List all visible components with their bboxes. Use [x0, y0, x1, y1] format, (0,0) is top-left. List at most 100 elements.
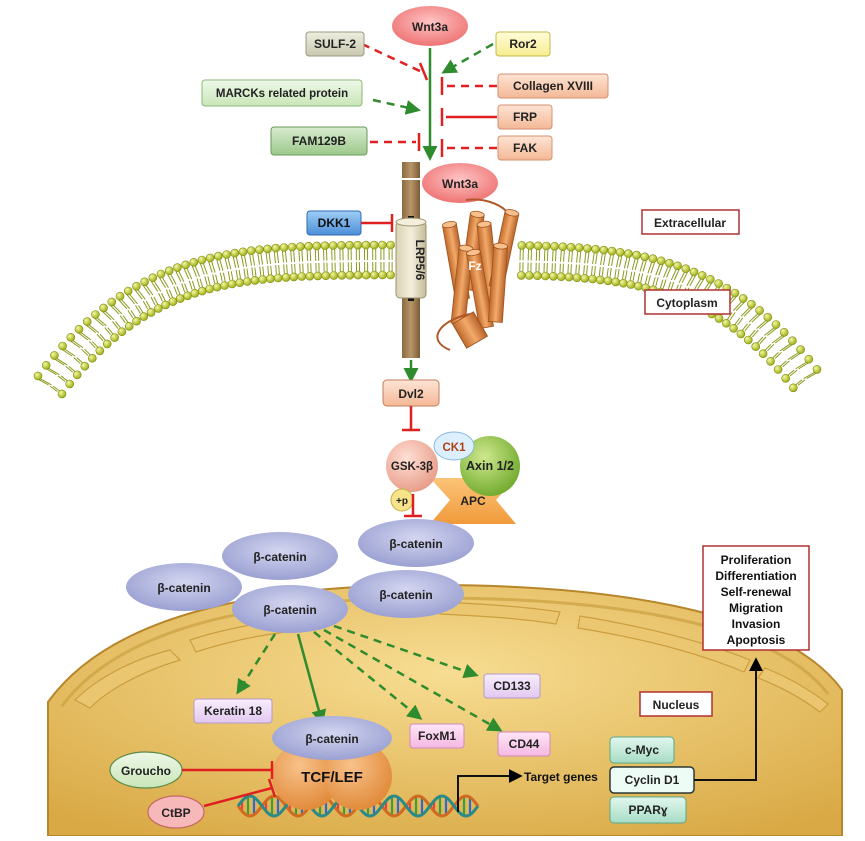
lipid-head [564, 272, 574, 282]
lipid-head [634, 281, 643, 291]
lipid-head [361, 240, 371, 250]
lipid-head [164, 266, 174, 276]
lipid-head [681, 264, 691, 274]
transcription-arrow [457, 769, 523, 812]
lipid-head [281, 273, 291, 282]
lipid-head [591, 244, 600, 254]
lipid-head [115, 291, 125, 301]
sulf2-box: SULF-2 [305, 31, 365, 57]
svg-text:CD44: CD44 [509, 737, 540, 751]
svg-text:Proliferation: Proliferation [721, 553, 792, 567]
lipid-head [197, 255, 207, 265]
svg-text:Migration: Migration [729, 601, 783, 615]
fam129b-box: FAM129B [270, 126, 368, 156]
svg-text:APC: APC [460, 494, 486, 508]
lipid-head [648, 254, 658, 264]
lipid-head [747, 299, 756, 309]
complex-inhibition-edge [404, 494, 422, 518]
lipid-head [771, 320, 781, 329]
svg-text:Collagen XVIII: Collagen XVIII [513, 79, 593, 93]
lipid-head [353, 270, 363, 280]
svg-text:DKK1: DKK1 [318, 216, 351, 230]
lipid-head [353, 240, 363, 250]
lipid-head [755, 306, 764, 315]
lipid-head [603, 276, 613, 286]
svg-text:β-catenin: β-catenin [253, 550, 306, 564]
frizzled-helix [450, 244, 474, 325]
lipid-head [139, 312, 149, 321]
lipid-head [736, 329, 746, 339]
lipid-head [41, 360, 51, 370]
lipid-head [246, 246, 256, 255]
ror2-box: Ror2 [495, 31, 551, 57]
lipid-head [788, 383, 798, 393]
lipid-head [132, 316, 141, 326]
lipid-head [588, 274, 597, 284]
lipid-head [297, 272, 307, 281]
lipid-head [796, 345, 805, 354]
lipid-head [205, 284, 214, 294]
lipid-head [80, 361, 90, 371]
repressor-inhibition-edges [182, 761, 277, 808]
lipid-head [321, 271, 331, 281]
lipid-head [197, 286, 207, 296]
lipid-head [33, 371, 43, 381]
lipid-head [146, 308, 156, 317]
lipid-head [763, 312, 773, 322]
lipid-head [337, 241, 346, 250]
lipid-head [738, 294, 748, 303]
svg-text:Axin 1/2: Axin 1/2 [466, 459, 514, 473]
svg-text:Groucho: Groucho [121, 764, 171, 778]
lipid-head [175, 294, 185, 303]
lipid-head [766, 356, 775, 366]
lipid-head [305, 271, 315, 281]
lipid-head [65, 379, 74, 389]
svg-text:SULF-2: SULF-2 [314, 37, 356, 51]
nucleus-label: Nucleus [639, 691, 713, 717]
svg-text:β-catenin: β-catenin [263, 603, 316, 617]
lipid-head [572, 273, 582, 283]
lipid-head [289, 272, 299, 282]
lipid-tails [36, 249, 819, 392]
lipid-head [779, 327, 789, 337]
lipid-head [320, 241, 330, 250]
lipid-head [714, 279, 723, 288]
lipid-head [595, 275, 605, 285]
foxm1-box: FoxM1 [409, 723, 465, 749]
frp-box: FRP [497, 104, 553, 130]
lipid-head [781, 373, 791, 383]
svg-text:FAK: FAK [513, 141, 537, 155]
lipid-head [574, 243, 584, 252]
wnt3a-ligand: Wnt3a [392, 6, 468, 46]
lipid-head [271, 243, 281, 253]
svg-text:CD133: CD133 [493, 679, 531, 693]
lipid-head [542, 241, 551, 251]
lipid-head [729, 323, 738, 333]
svg-text:Extracellular: Extracellular [654, 216, 726, 230]
lipid-head [580, 273, 590, 283]
lipid-head [273, 273, 283, 283]
beta-catenin-nuclear: β-catenin [272, 716, 392, 760]
lipid-head [255, 245, 264, 254]
collagen-xviii-box: Collagen XVIII [497, 73, 609, 99]
marcks-related-protein-box: MARCKs related protein [201, 79, 363, 107]
lipid-head [730, 288, 740, 298]
dvl2-box: Dvl2 [382, 379, 440, 407]
lipid-head [378, 270, 387, 280]
lipid-head [550, 242, 559, 251]
lipid-head [624, 249, 633, 258]
lipid-head [258, 275, 268, 284]
cd44-box: CD44 [497, 731, 551, 757]
lipid-head [173, 263, 182, 272]
lipid-head [812, 365, 822, 374]
lipid-head [583, 244, 592, 253]
lipid-head [788, 336, 797, 346]
cd133-box: CD133 [483, 673, 541, 699]
lipid-head [524, 271, 534, 280]
svg-text:FRP: FRP [513, 110, 537, 124]
lipid-head [220, 281, 229, 290]
lipid-head [345, 240, 354, 250]
lipid-head [337, 270, 347, 280]
lipid-head [296, 242, 305, 251]
target-genes-label: Target genes [524, 770, 598, 784]
